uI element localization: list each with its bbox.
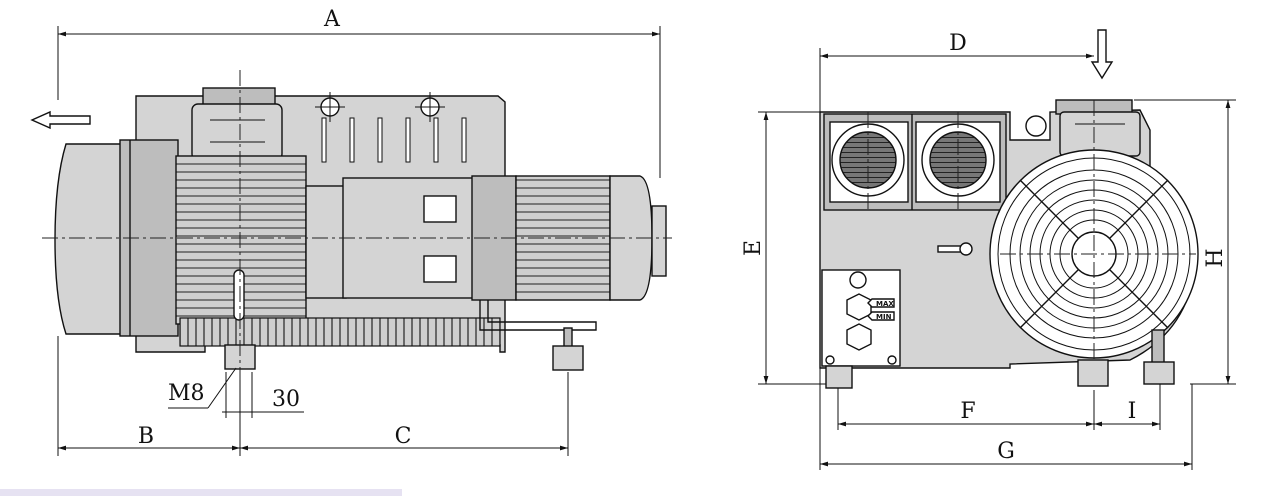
inlet-arrow-icon — [1090, 29, 1114, 80]
min-indicator — [867, 311, 895, 321]
coupling — [305, 185, 347, 299]
bottom-fins — [179, 317, 501, 347]
label-A: A — [323, 7, 341, 32]
front-foot-left — [825, 365, 853, 389]
label-min: MIN — [876, 313, 892, 321]
end-cover — [54, 143, 125, 335]
housing-ribs — [321, 117, 467, 163]
label-H: H — [1203, 248, 1228, 267]
label-E: E — [741, 240, 766, 256]
label-30: 30 — [272, 387, 300, 412]
max-indicator — [867, 298, 895, 308]
exhaust-block — [191, 103, 283, 161]
label-C: C — [395, 424, 412, 449]
outlet-arrow-icon — [30, 110, 91, 130]
label-G: G — [997, 439, 1015, 464]
motor-shaft-cap — [651, 205, 667, 277]
window-upper — [423, 195, 457, 223]
label-F: F — [960, 399, 975, 424]
front-foot-right — [1143, 361, 1175, 385]
label-D: D — [949, 31, 967, 56]
drain-icon — [846, 323, 872, 351]
label-max: MAX — [876, 300, 894, 308]
label-I: I — [1128, 399, 1137, 424]
lifting-eye-icon — [1025, 115, 1047, 137]
label-B: B — [138, 424, 154, 449]
window-lower — [423, 255, 457, 283]
front-view: MAX MIN D — [741, 29, 1236, 470]
motor-foot — [552, 345, 584, 371]
front-foot-mid — [1077, 359, 1109, 387]
label-M8: M8 — [168, 381, 205, 406]
bottom-highlight — [0, 489, 402, 496]
oil-fill-icon — [849, 271, 867, 289]
side-view: A B C M8 30 — [30, 7, 672, 456]
